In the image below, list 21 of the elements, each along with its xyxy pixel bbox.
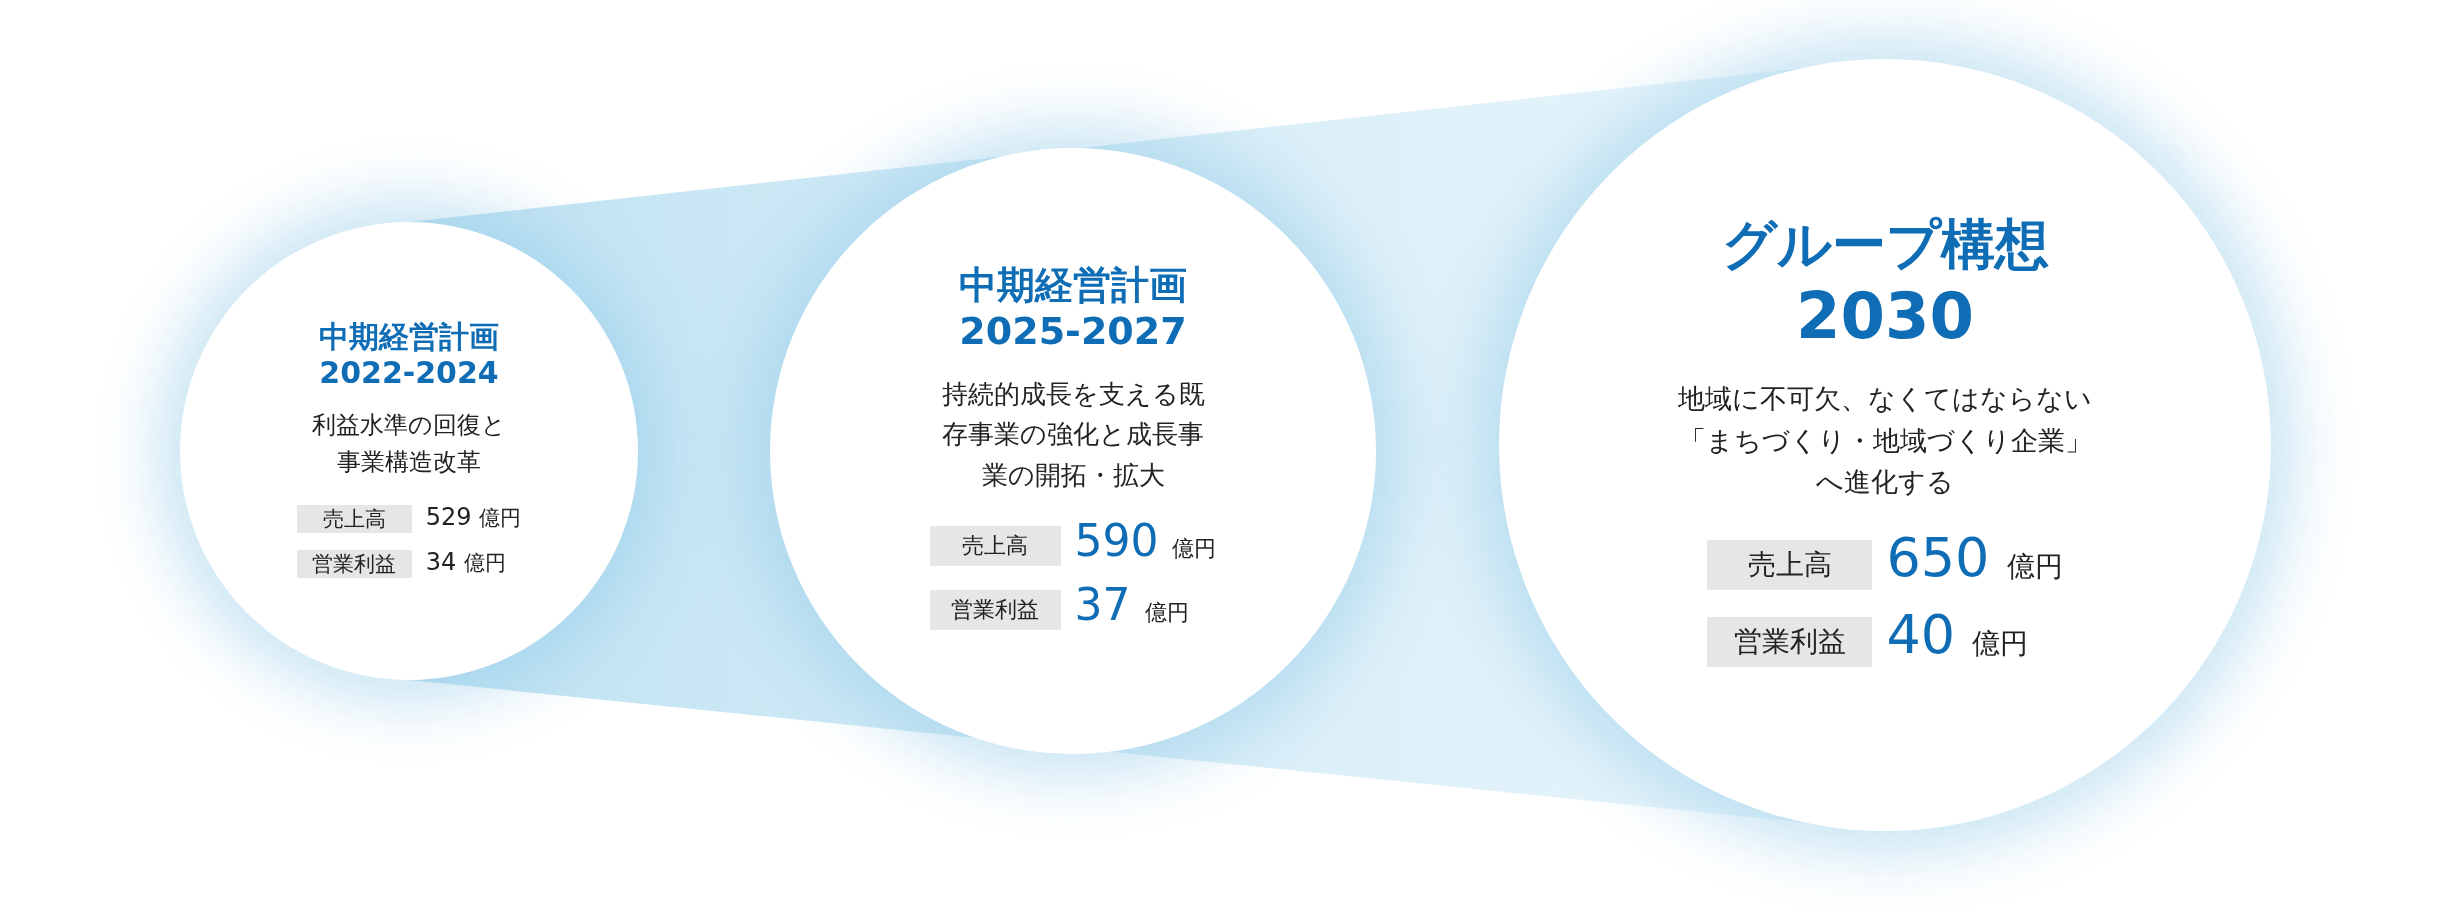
- heading: グループ構想: [1721, 212, 2049, 278]
- value-text: 34 億円: [425, 547, 507, 579]
- table-cell: 営業利益: [1707, 616, 1873, 667]
- table-cell: 営業利益: [929, 589, 1061, 630]
- table-cell: 売上高: [296, 504, 412, 533]
- value-text: 40 億円: [1886, 606, 2030, 669]
- heading: 2022-2024: [319, 354, 499, 391]
- value-text: 37 億円: [1074, 580, 1190, 632]
- description: 利益水準の回復と事業構造改革: [311, 409, 507, 479]
- table-cell: 売上高: [929, 525, 1061, 566]
- heading: 中期経営計画: [959, 263, 1187, 309]
- heading: 2030: [1795, 277, 1975, 355]
- table-cell: 営業利益: [296, 549, 412, 578]
- value-text: 650 億円: [1886, 529, 2063, 592]
- value-text: 529 億円: [425, 502, 522, 534]
- description: 持続的成長を支える既存事業の強化と成長事業の開拓・拡大: [940, 378, 1206, 492]
- value-text: 590 億円: [1074, 516, 1217, 568]
- table-cell: 売上高: [1707, 539, 1873, 590]
- description: 地域に不可欠、なくてはならない「まちづくり・地域づくり企業」へ進化する: [1677, 381, 2093, 500]
- heading: 中期経営計画: [319, 318, 499, 355]
- heading: 2025-2027: [959, 308, 1187, 355]
